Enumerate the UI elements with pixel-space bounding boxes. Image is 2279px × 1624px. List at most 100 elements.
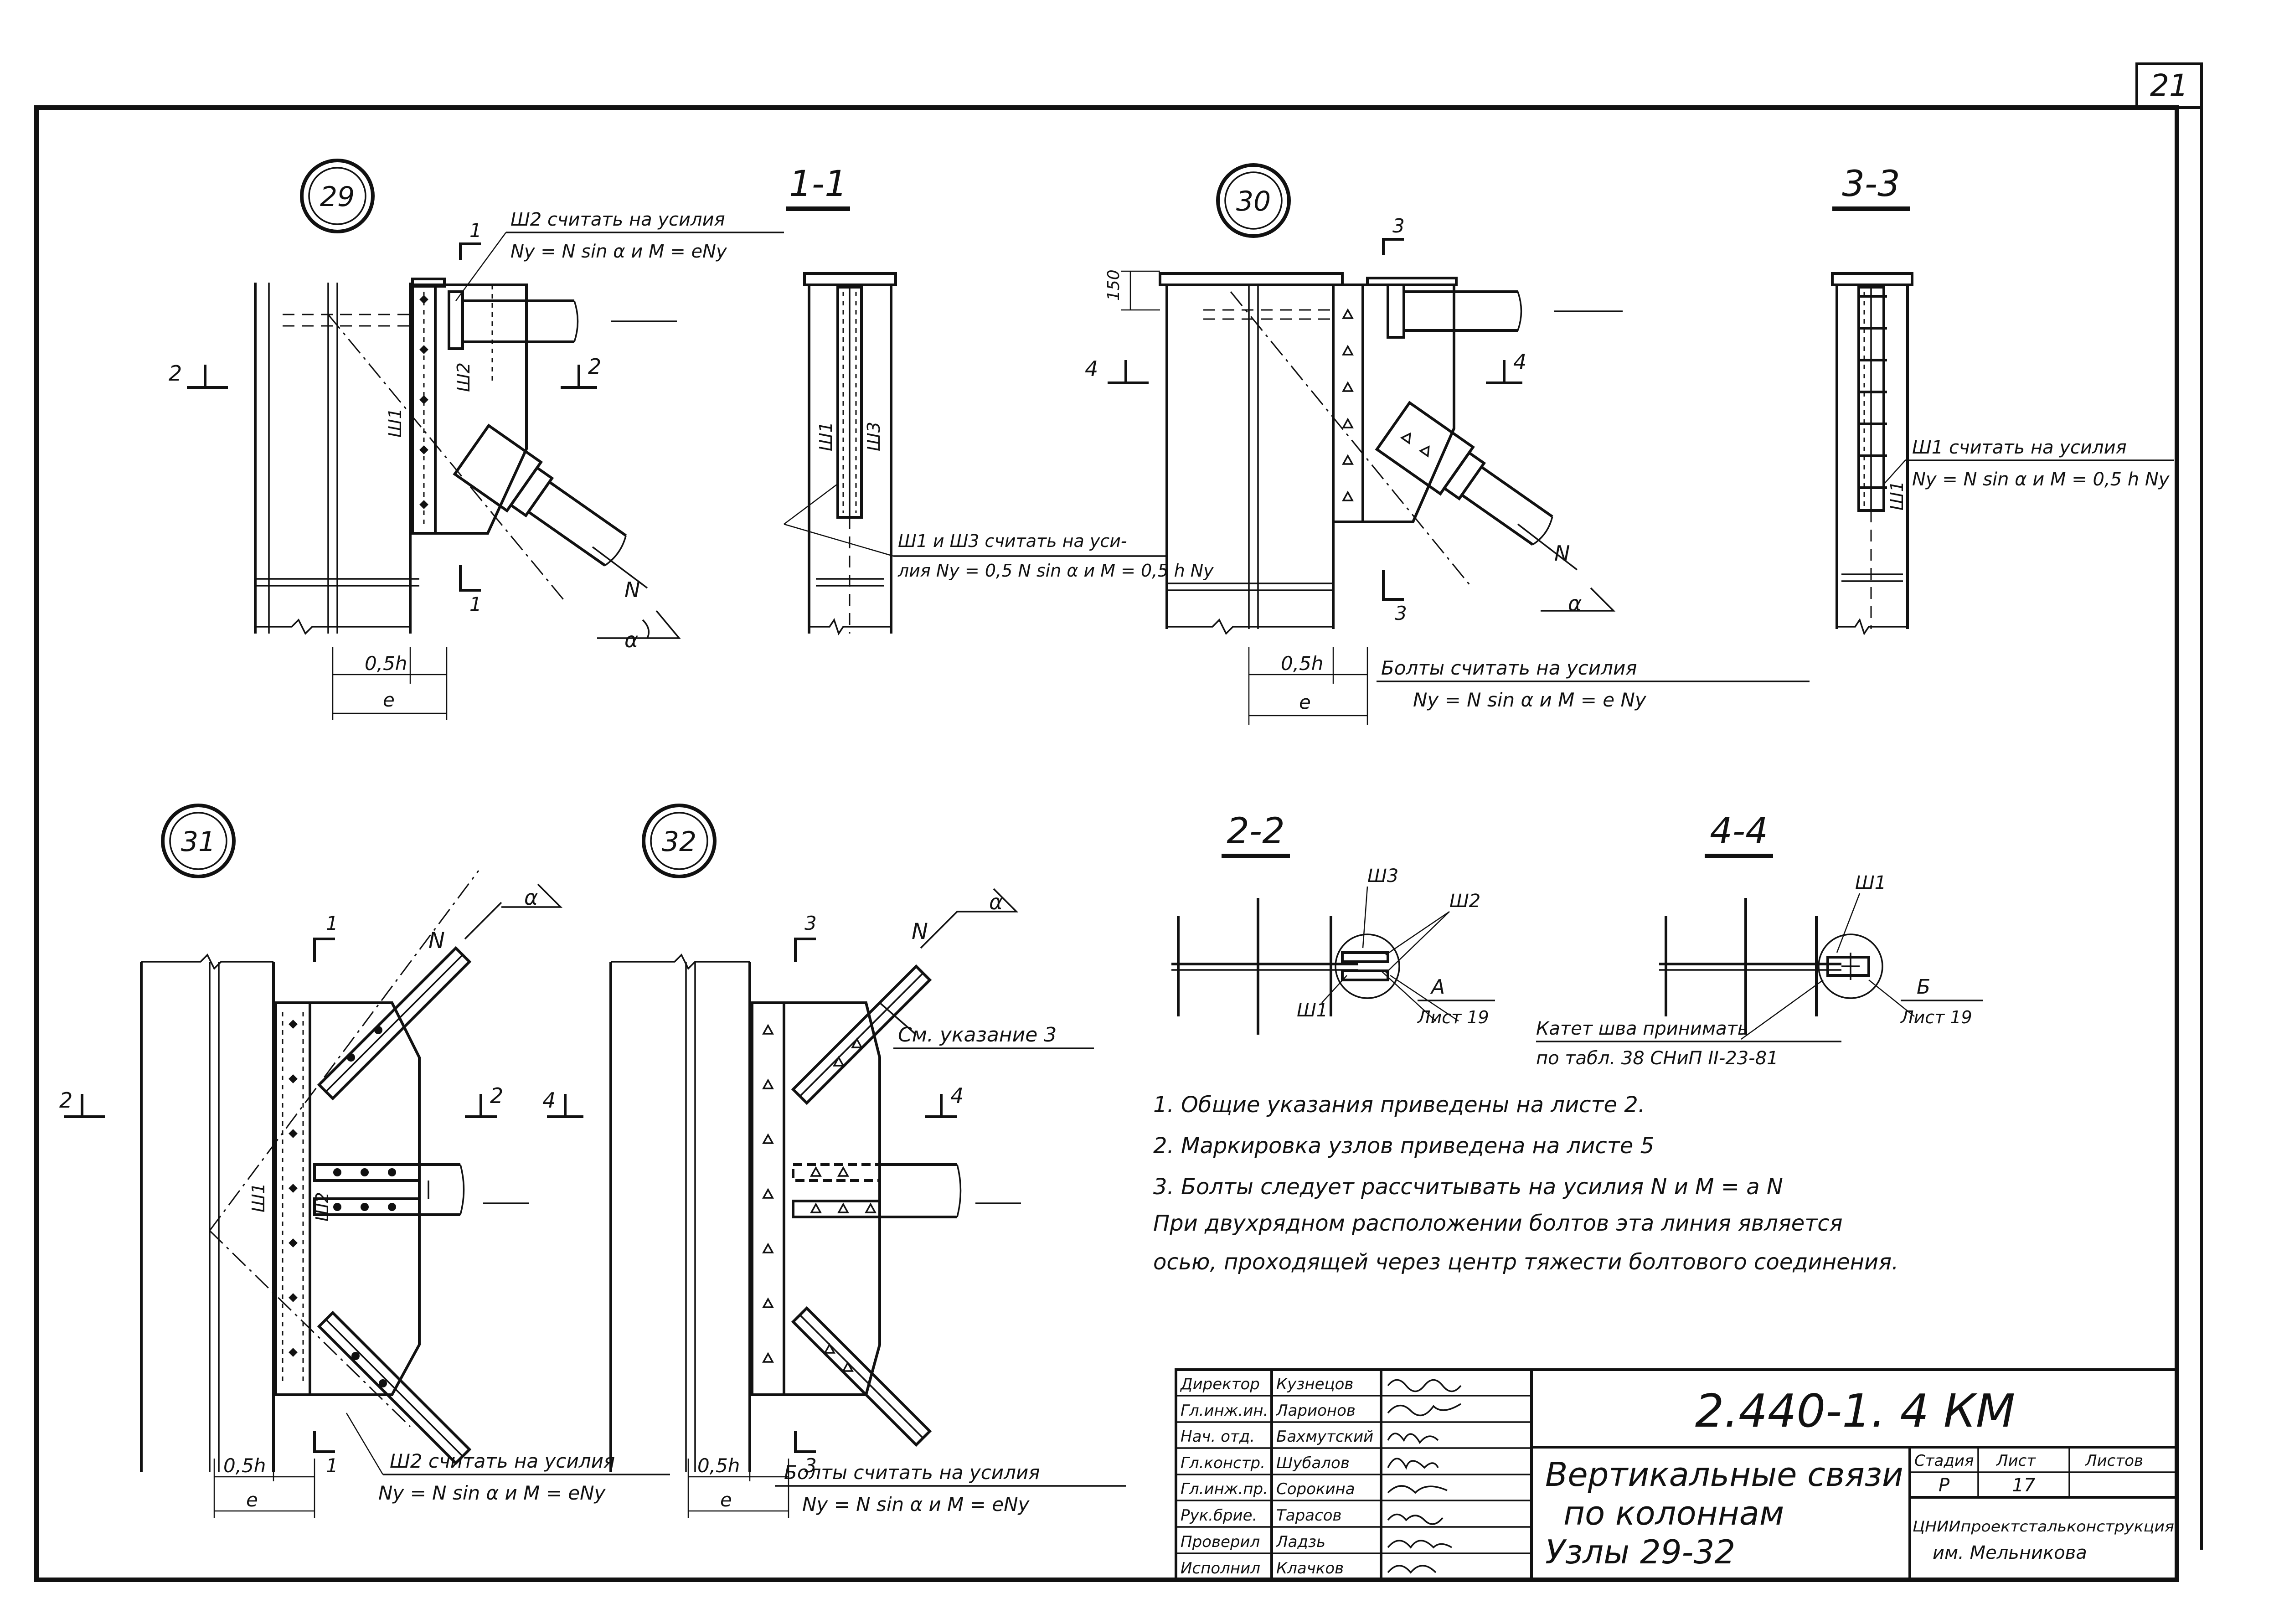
section-2-2-detail-circle (1335, 933, 1400, 999)
node-31-weld-w1: Ш1 (248, 1183, 268, 1212)
node-32-note-2: Ny = N sin α и M = eNy (802, 1493, 1030, 1516)
node-31-lower-brace (317, 1310, 472, 1465)
node-29-note-2: Ny = N sin α и M = eNy (510, 241, 727, 262)
general-note-1: 1. Общие указания приведены на листе 2. (1153, 1092, 1645, 1118)
node-31: 31 N (59, 804, 670, 1518)
node-30-cut-4-right: 4 (1513, 350, 1526, 374)
node-32-badge (642, 804, 717, 878)
node-32-gusset (751, 1001, 881, 1396)
node-29: 29 (169, 159, 784, 720)
node-29-badge-inner (308, 167, 366, 225)
staff-role-4: Гл.инж.пр. (1181, 1480, 1268, 1498)
node-29-gusset (411, 278, 528, 535)
staff-name-5: Тарасов (1276, 1506, 1342, 1525)
node-31-cut-1-top: 1 (326, 912, 338, 934)
sheets-header: Листов (2084, 1452, 2143, 1470)
sheet-header: Лист (1995, 1452, 2036, 1470)
signatures (1387, 1379, 1462, 1574)
staff-name-0: Кузнецов (1276, 1375, 1353, 1393)
node-29-label: 29 (320, 181, 355, 213)
node-31-dim-half-h: 0,5h (223, 1454, 266, 1477)
node-32-cut-3-bottom: 3 (804, 1454, 817, 1477)
node-32-note-1: Болты считать на усилия (784, 1461, 1040, 1484)
node-30-force: N (1554, 541, 1570, 566)
section-3-3-w1: Ш1 (1887, 481, 1907, 510)
node-29-column (254, 283, 566, 635)
node-29-force: N (624, 577, 640, 602)
sheet-frame: 21 (34, 62, 2203, 1582)
staff-name-3: Шубалов (1276, 1454, 1350, 1472)
node-30-badge (1216, 163, 1291, 238)
node-31-weld-w2: Ш2 (312, 1192, 332, 1222)
node-29-note-1: Ш2 считать на усилия (510, 209, 725, 230)
staff-role-6: Проверил (1181, 1533, 1260, 1551)
node-31-label: 31 (181, 826, 216, 858)
section-4-4-note-1: Катет шва принимать (1536, 1018, 1748, 1039)
node-32-cut-4-right: 4 (950, 1083, 964, 1108)
org-line-1: ЦНИИпроектстальконструкция (1913, 1518, 2174, 1535)
section-1-1-title: 1-1 (789, 164, 847, 205)
section-3-3-bolts (1860, 295, 1887, 489)
node-29-cut-2-left: 2 (169, 361, 182, 386)
node-31-dim-e: e (246, 1489, 258, 1511)
general-note-4: При двухрядном расположении болтов эта л… (1153, 1211, 1843, 1236)
general-note-5: осью, проходящей через центр тяжести бол… (1153, 1249, 1898, 1275)
staff-role-5: Рук.брие. (1181, 1506, 1257, 1525)
node-30-dim-150: 150 (1104, 269, 1123, 301)
node-32-column (609, 954, 751, 1472)
title-line-3: Узлы 29-32 (1545, 1533, 1735, 1571)
section-3-3: 3-3 Ш1 Ш1 считать на усилия Ny = N sin α… (1831, 164, 2174, 635)
node-30-note-2: Ny = N sin α и M = e Ny (1413, 689, 1647, 711)
node-29-angle: α (624, 628, 638, 652)
node-32-force: N (912, 919, 928, 944)
section-3-3-note-2: Ny = N sin α и M = 0,5 h Ny (1912, 469, 2170, 490)
node-29-dim-e: e (383, 689, 395, 711)
node-32-cut-3-top: 3 (804, 912, 817, 934)
general-note-3: 3. Болты следует рассчитывать на усилия … (1153, 1174, 1783, 1200)
section-1-1-w3: Ш3 (864, 422, 884, 451)
node-30-gusset (1332, 277, 1458, 523)
staff-name-7: Клачков (1276, 1559, 1344, 1578)
node-32-dim-e: e (720, 1489, 732, 1511)
section-1-1-w1: Ш1 (816, 422, 836, 451)
section-2-2-ref-letter: А (1430, 975, 1445, 999)
org-line-2: им. Мельникова (1933, 1542, 2087, 1563)
doc-code: 2.440-1. 4 КМ (1695, 1384, 2015, 1438)
section-2-2-ref-sheet: Лист 19 (1417, 1007, 1489, 1027)
node-32-cut-4-left: 4 (542, 1088, 556, 1113)
node-32-horizontal-brace (792, 1163, 1021, 1218)
section-3-3-title: 3-3 (1842, 164, 1900, 205)
node-32-see-note: См. указание 3 (898, 1023, 1057, 1047)
node-31-cut-2-left: 2 (59, 1088, 72, 1113)
node-32-dim-half-h: 0,5h (697, 1454, 740, 1477)
staff-name-6: Ладзь (1275, 1533, 1325, 1551)
stage-value: Р (1939, 1475, 1950, 1496)
title-line-1: Вертикальные связи (1545, 1455, 1903, 1494)
general-note-2: 2. Маркировка узлов приведена на листе 5 (1153, 1133, 1654, 1159)
node-30-cut-3-bottom: 3 (1395, 602, 1407, 624)
node-30-label: 30 (1236, 186, 1271, 217)
node-31-column (140, 870, 480, 1472)
section-2-2-w1: Ш1 (1297, 1000, 1328, 1021)
staff-name-2: Бахмутский (1276, 1428, 1373, 1446)
section-2-2-title: 2-2 (1227, 811, 1284, 852)
section-4-4-w1: Ш1 (1855, 872, 1886, 893)
node-30-angle: α (1568, 591, 1582, 616)
node-29-cut-1-bottom: 1 (469, 593, 482, 615)
section-4-4-note-2: по табл. 38 СНиП II-23-81 (1536, 1048, 1778, 1069)
staff-role-7: Исполнил (1181, 1559, 1260, 1578)
node-30-cut-4-left: 4 (1085, 356, 1098, 381)
node-32: 32 N α (542, 804, 1126, 1518)
section-4-4: 4-4 Ш1 Б Лист 19 Катет шва принимать по … (1536, 811, 1983, 1069)
node-29-weld-w1: Ш1 (385, 408, 405, 438)
node-31-force: N (428, 928, 445, 954)
section-2-2-w2: Ш2 (1449, 891, 1480, 912)
section-1-1-note-2: лия Ny = 0,5 N sin α и M = 0,5 h Ny (897, 561, 1214, 581)
node-30: 30 (1085, 163, 1810, 725)
node-29-weld-w2: Ш2 (454, 362, 474, 392)
title-block: Директор Кузнецов Гл.инж.ин. Ларионов На… (1175, 1368, 2178, 1581)
node-31-cut-2-right: 2 (490, 1083, 503, 1108)
staff-name-4: Сорокина (1276, 1480, 1355, 1498)
